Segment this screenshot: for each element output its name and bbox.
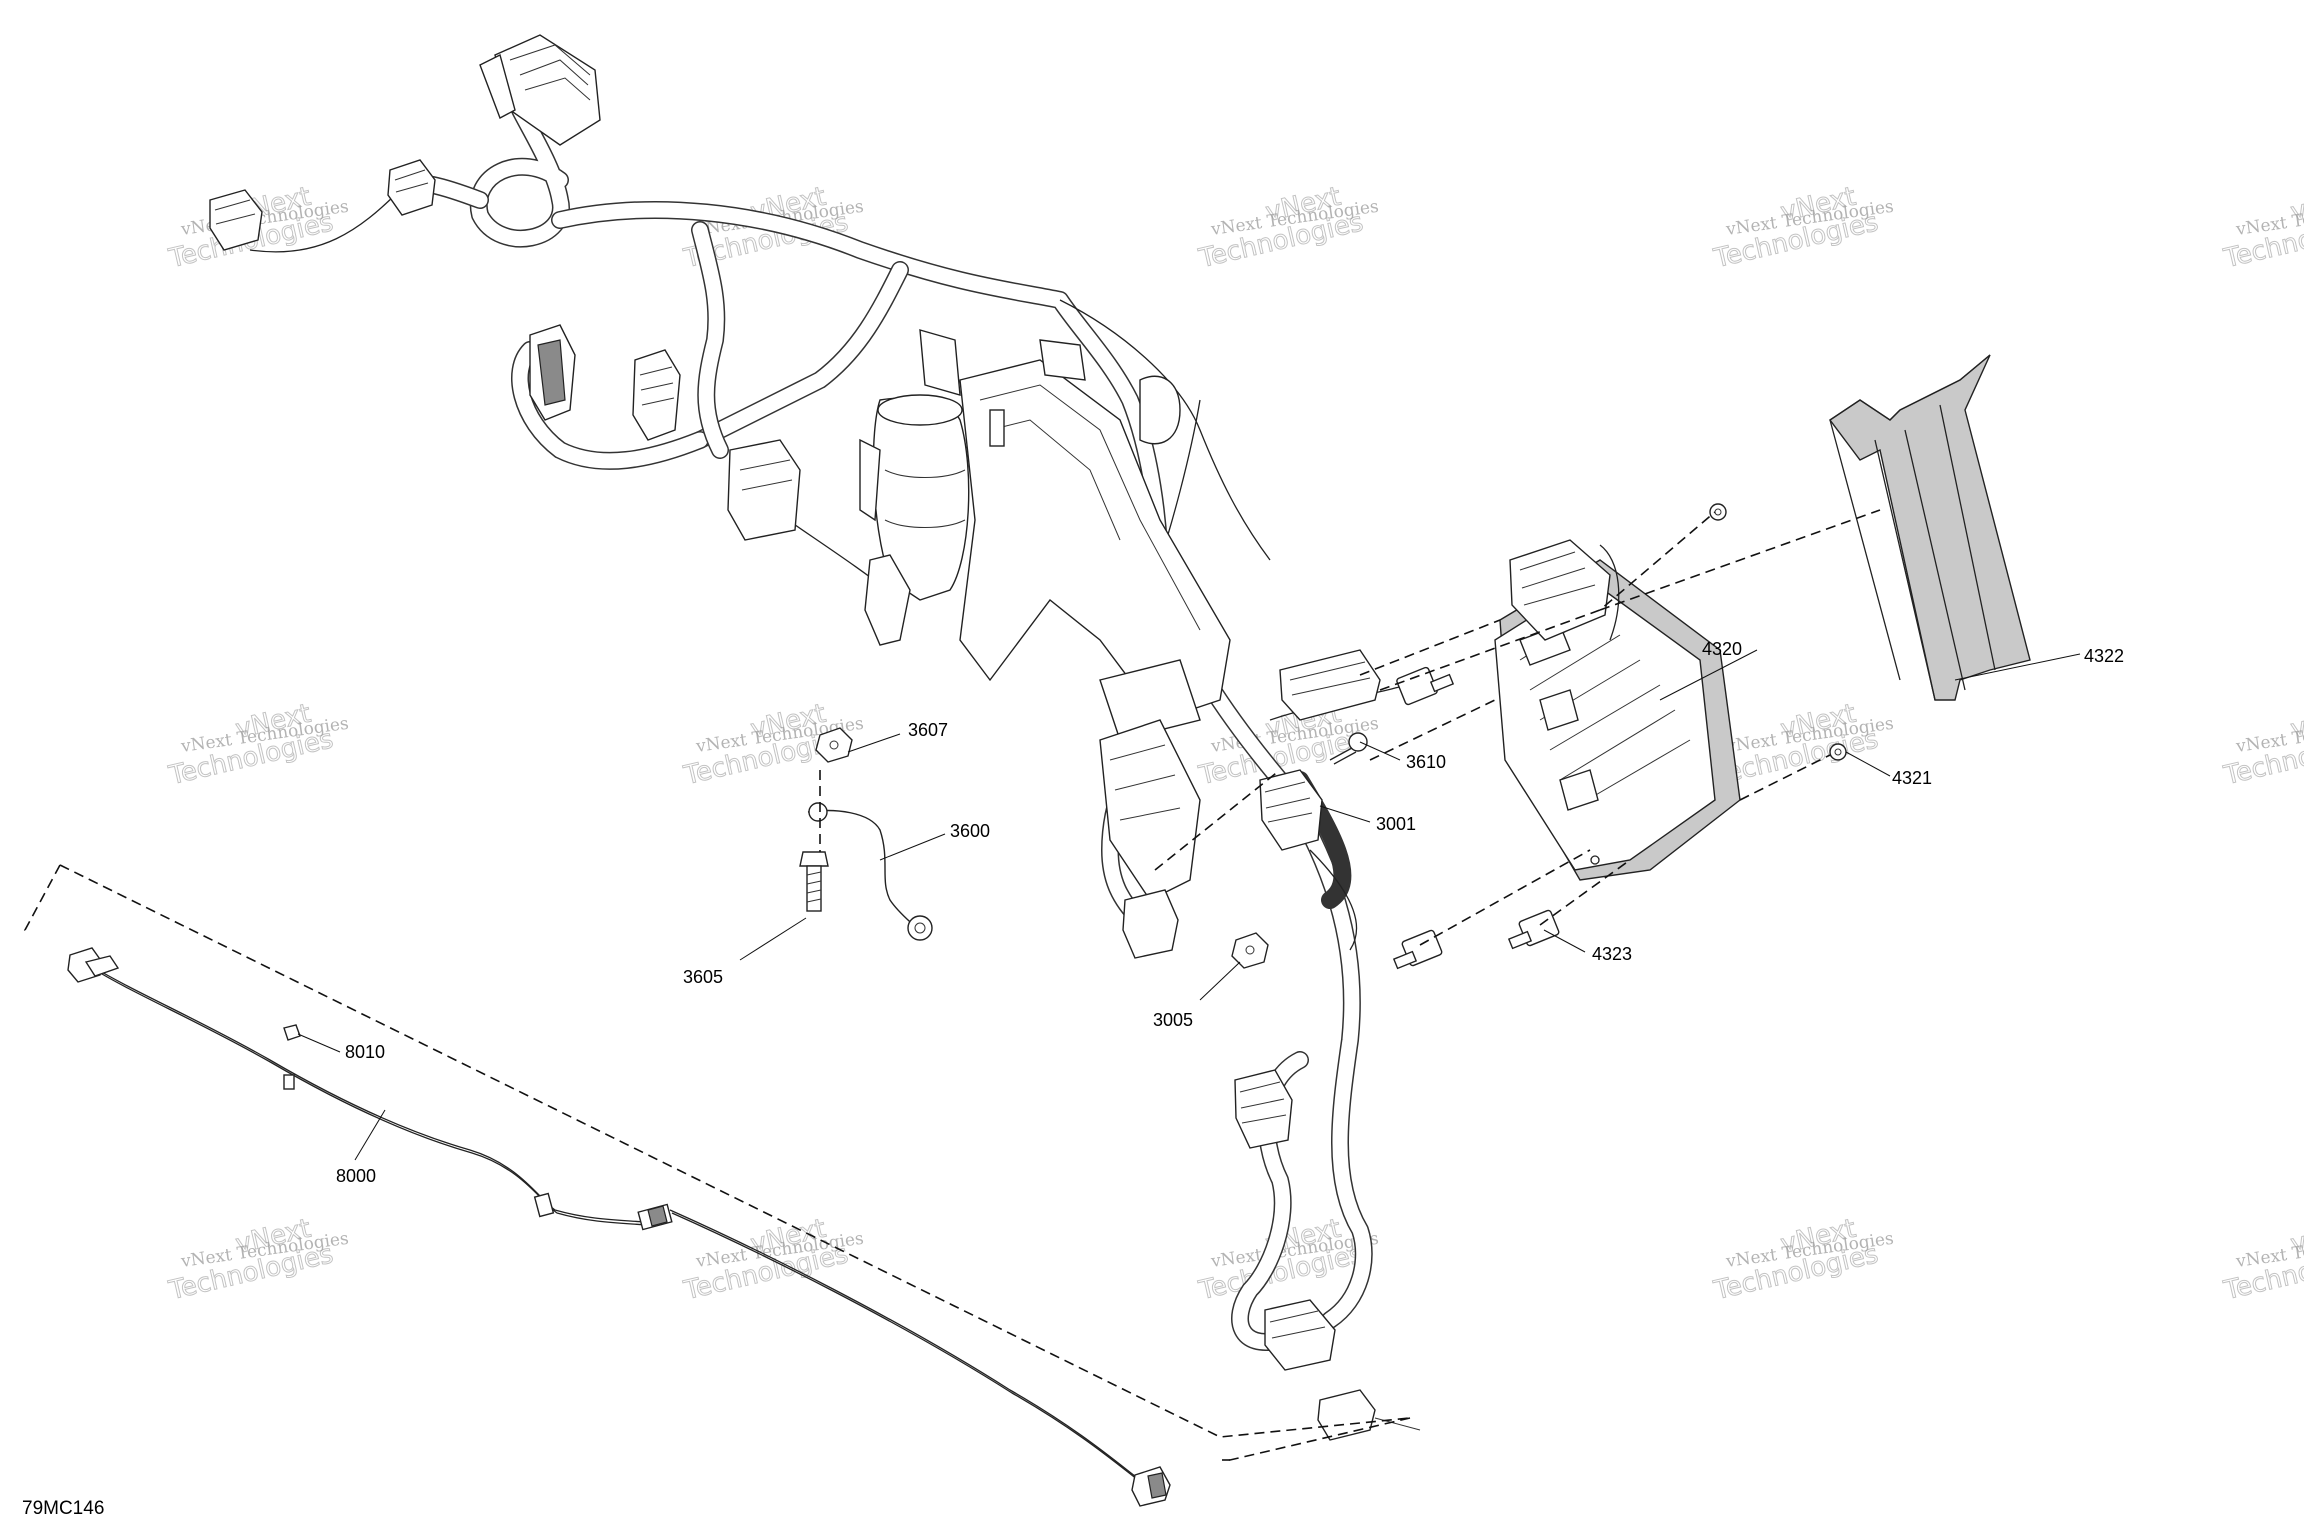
connector-lower-1 <box>1234 1069 1293 1149</box>
part-label-3005: 3005 <box>1153 1010 1193 1030</box>
connector-top-main <box>479 34 601 146</box>
part-label-3605: 3605 <box>683 967 723 987</box>
connector-lower-3 <box>1317 1389 1421 1441</box>
ground-strap-3600 <box>807 802 933 941</box>
standoff-4323-a <box>1392 929 1443 970</box>
sensor-harness-8000 <box>67 947 1171 1507</box>
part-label-3600: 3600 <box>950 821 990 841</box>
nut-3005 <box>1231 932 1269 969</box>
dashed-assembly-lines <box>23 509 1881 1461</box>
clip-8010 <box>283 1024 301 1090</box>
connector-top-left-1 <box>387 159 436 216</box>
leader-lines <box>297 649 2081 1161</box>
heat-shield-4322 <box>1828 354 2031 701</box>
watermark-layer: Technologies vNext vNext Technologies Te… <box>165 181 2304 1307</box>
part-label-3607: 3607 <box>908 720 948 740</box>
ecu-connector <box>1509 539 1620 641</box>
nut-4321-upper <box>1709 503 1727 521</box>
standoff-4323-b <box>1507 909 1560 950</box>
nut-3607 <box>815 727 853 763</box>
connector-3610-area <box>1279 649 1381 721</box>
connector-grey-left <box>529 324 576 421</box>
standoff-upper <box>1396 666 1455 706</box>
connector-top-left-2 <box>209 189 263 251</box>
main-wiring-harness <box>249 101 1421 1351</box>
part-label-4323: 4323 <box>1592 944 1632 964</box>
part-label-4320: 4320 <box>1702 639 1742 659</box>
part-label-3001: 3001 <box>1376 814 1416 834</box>
part-number-labels: 4322 4320 3607 3610 4321 3001 3600 4323 … <box>22 639 2124 1519</box>
part-label-4321: 4321 <box>1892 768 1932 788</box>
connector-lower-2 <box>1264 1299 1336 1371</box>
diagram-code: 79MC146 <box>22 1498 104 1519</box>
part-label-4322: 4322 <box>2084 646 2124 666</box>
connector-3001 <box>1259 769 1323 851</box>
screw-3605 <box>799 851 829 912</box>
part-label-3610: 3610 <box>1406 752 1446 772</box>
part-label-8000: 8000 <box>336 1166 376 1186</box>
central-assembly <box>859 329 1231 959</box>
connector-mid-left <box>632 349 681 441</box>
nut-4321-lower <box>1829 743 1847 761</box>
part-label-8010: 8010 <box>345 1042 385 1062</box>
ecu-module-4320 <box>1494 559 1741 881</box>
connector-bracket-mid <box>727 439 801 541</box>
screw-3610 <box>1329 732 1368 765</box>
